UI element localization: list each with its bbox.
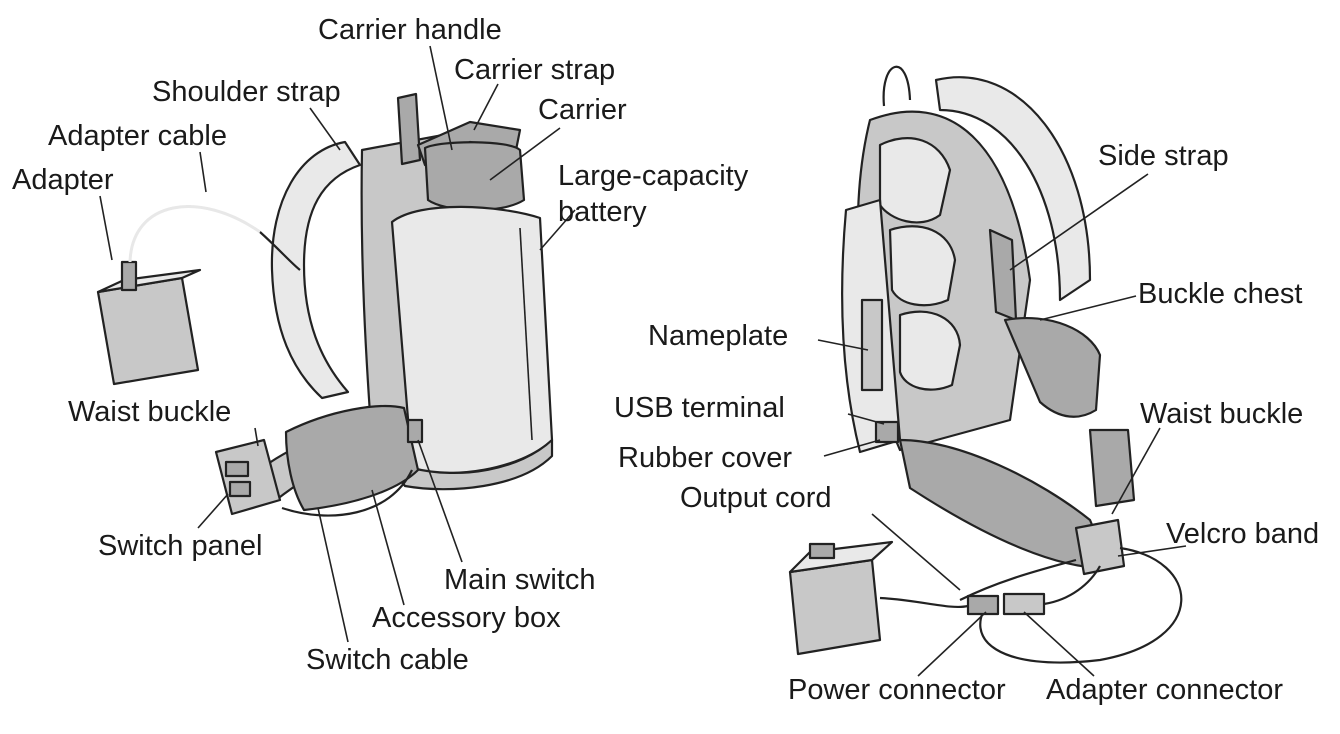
label-main-switch: Main switch bbox=[444, 564, 596, 596]
label-waist-buckle-right: Waist buckle bbox=[1140, 398, 1304, 430]
label-usb-terminal: USB terminal bbox=[614, 392, 785, 424]
adapter-shape bbox=[96, 276, 200, 386]
label-output-cord: Output cord bbox=[680, 482, 832, 514]
chest-strap-shape bbox=[1003, 317, 1102, 418]
left-backpack bbox=[96, 92, 554, 517]
power-block-shape bbox=[788, 558, 882, 656]
main-switch-shape bbox=[406, 418, 424, 444]
label-carrier-strap: Carrier strap bbox=[454, 54, 616, 86]
label-battery: battery bbox=[558, 196, 647, 228]
adapter-connector-shape bbox=[1002, 592, 1046, 616]
shoulder-strap-shape bbox=[270, 140, 362, 400]
label-carrier-handle: Carrier handle bbox=[318, 14, 502, 46]
label-buckle-chest: Buckle chest bbox=[1138, 278, 1303, 310]
label-shoulder-strap: Shoulder strap bbox=[152, 76, 341, 108]
right-shoulder-strap-shape bbox=[934, 76, 1092, 302]
label-adapter-connector: Adapter connector bbox=[1046, 674, 1283, 706]
label-velcro-band: Velcro band bbox=[1166, 518, 1320, 550]
label-nameplate: Nameplate bbox=[648, 320, 789, 352]
label-switch-cable: Switch cable bbox=[306, 644, 469, 676]
label-power-connector: Power connector bbox=[788, 674, 1006, 706]
label-adapter-cable: Adapter cable bbox=[48, 120, 227, 152]
right-backpack bbox=[788, 65, 1183, 664]
label-rubber-cover: Rubber cover bbox=[618, 442, 793, 474]
nameplate-shape bbox=[860, 298, 884, 392]
leader-lines bbox=[99, 45, 1187, 677]
label-large-capacity: Large-capacity bbox=[558, 160, 749, 192]
accessory-box-shape bbox=[284, 405, 420, 512]
power-connector-shape bbox=[966, 594, 1000, 616]
label-switch-panel: Switch panel bbox=[98, 530, 263, 562]
carrier-shape bbox=[423, 141, 526, 212]
velcro-band-shape bbox=[1074, 518, 1126, 576]
label-side-strap: Side strap bbox=[1098, 140, 1229, 172]
carrier-handle-shape bbox=[396, 92, 422, 166]
label-accessory-box: Accessory box bbox=[372, 602, 561, 634]
label-adapter: Adapter bbox=[12, 164, 114, 196]
right-waist-belt-shape bbox=[898, 438, 1112, 570]
label-waist-buckle-left: Waist buckle bbox=[68, 396, 232, 428]
label-carrier: Carrier bbox=[538, 94, 627, 126]
